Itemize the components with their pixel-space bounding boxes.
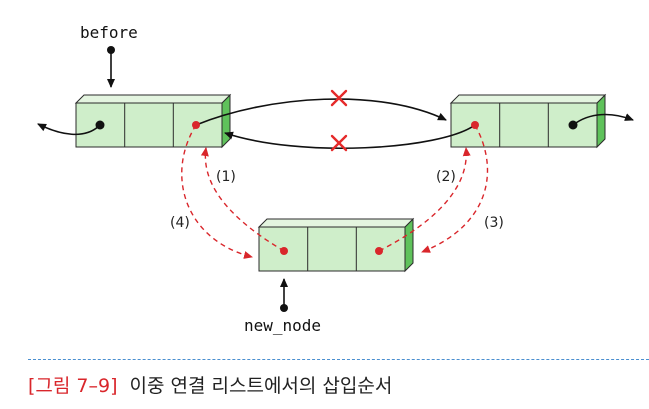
left-outgoing-prev-link xyxy=(37,120,105,136)
cross-icon xyxy=(330,89,348,107)
caption-divider xyxy=(28,359,649,360)
old-next-link xyxy=(195,98,447,126)
new-node-pointer-dot-icon xyxy=(280,304,288,312)
link-step-1 xyxy=(200,147,285,252)
step-label-2: (2) xyxy=(436,169,456,185)
link-step-2 xyxy=(378,147,471,252)
before-label: before xyxy=(80,23,138,42)
figure-caption: [그림 7–9] 이중 연결 리스트에서의 삽입순서 xyxy=(28,367,392,401)
old-prev-link xyxy=(224,124,476,150)
figure-number: [그림 7–9] xyxy=(28,374,118,397)
new-node-label: new_node xyxy=(244,316,321,335)
link-step-4 xyxy=(181,124,253,259)
link-step-3 xyxy=(421,124,489,253)
node-after xyxy=(449,93,607,149)
figure-title: 이중 연결 리스트에서의 삽입순서 xyxy=(129,374,393,397)
step-label-4: (4) xyxy=(170,215,190,231)
right-outgoing-next-link xyxy=(568,113,634,130)
cross-icon xyxy=(330,134,348,152)
step-label-1: (1) xyxy=(216,169,236,185)
step-label-3: (3) xyxy=(484,215,504,231)
before-pointer-dot-icon xyxy=(107,46,115,54)
